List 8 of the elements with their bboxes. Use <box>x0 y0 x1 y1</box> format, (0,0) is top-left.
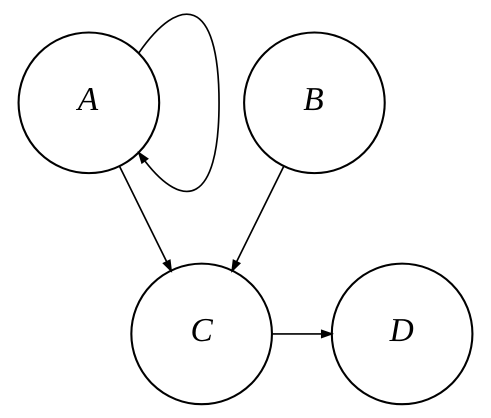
node-circle: A <box>18 31 160 174</box>
arrow <box>272 329 334 338</box>
arrow <box>138 14 220 192</box>
arrow <box>118 166 172 273</box>
node-circle: C <box>130 262 273 406</box>
arrow <box>231 166 284 273</box>
node-circle: D <box>330 262 474 406</box>
node-circle: B <box>243 31 386 174</box>
